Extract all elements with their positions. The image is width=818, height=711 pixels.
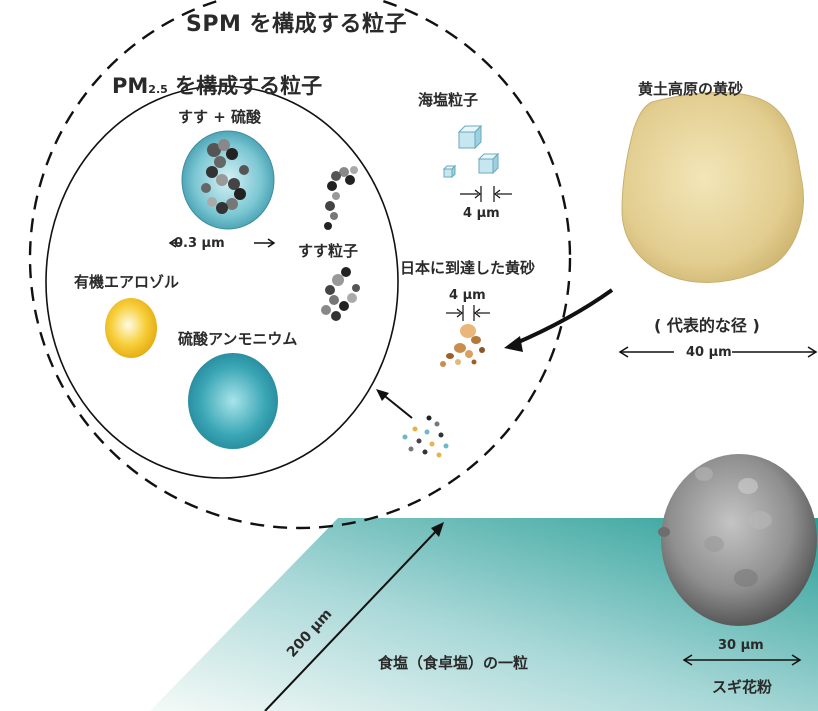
yellow-sand-japan-label: 日本に到達した黄砂 xyxy=(400,259,536,277)
soot-acid-label: すす + 硫酸 xyxy=(178,108,262,126)
sea-salt-label: 海塩粒子 xyxy=(418,91,479,109)
sea-salt-cube-icon xyxy=(442,124,500,179)
soot-label: すす粒子 xyxy=(298,242,359,260)
typical-diameter-label: ( 代表的な径 ) xyxy=(654,316,760,335)
loess-sand-label: 黄土高原の黄砂 xyxy=(638,80,744,98)
size-4-yellow-sand-label: 4 μm xyxy=(449,288,486,303)
organic-aerosol xyxy=(105,298,157,358)
size-200-arrow xyxy=(264,526,441,711)
size-03-label: 0.3 μm xyxy=(174,236,225,251)
cedar-pollen-label: スギ花粉 xyxy=(712,678,773,696)
soot-particle-icon xyxy=(321,166,360,321)
loess-sand-grain-icon xyxy=(621,92,804,283)
pm25-boundary xyxy=(45,85,399,479)
pollen-grain-icon xyxy=(658,454,817,626)
fine-particles-arrow xyxy=(380,392,413,419)
fine-particles-icon xyxy=(402,415,449,458)
transport-arrow xyxy=(513,288,614,346)
soot-chain-icon xyxy=(201,139,249,214)
yellow-sand-grain-icon xyxy=(440,324,485,367)
size-4-sea-salt-label: 4 μm xyxy=(463,206,500,221)
table-salt-grain xyxy=(150,518,818,711)
spm-title: SPM を構成する粒子 xyxy=(186,12,408,37)
table-salt-label: 食塩（食卓塩）の一粒 xyxy=(378,654,529,672)
organic-aerosol-label: 有機エアロゾル xyxy=(74,273,180,291)
ammonium-sulfate xyxy=(188,353,278,449)
size-30-label: 30 μm xyxy=(718,638,764,653)
spm-boundary xyxy=(28,0,572,530)
pm25-title: PM2.5 を構成する粒子 xyxy=(112,74,323,98)
ammonium-sulfate-label: 硫酸アンモニウム xyxy=(178,330,298,348)
size-40-label: 40 μm xyxy=(686,345,732,360)
